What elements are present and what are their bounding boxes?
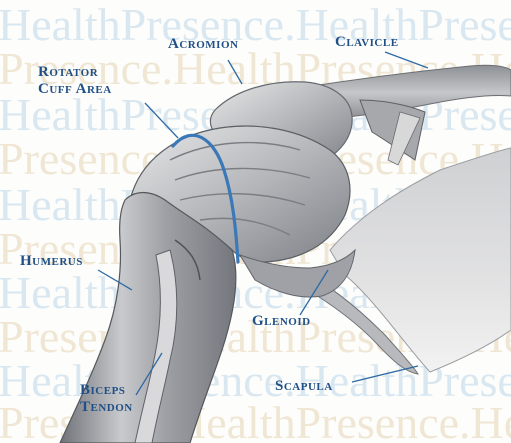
clavicle-label: Clavicle <box>335 34 399 51</box>
clavicle-leader <box>385 52 428 68</box>
scapula-bone <box>330 148 511 372</box>
rotator-cuff-leader <box>145 103 178 138</box>
scapula-leader <box>352 366 418 382</box>
biceps-tendon-label: Biceps Tendon <box>80 382 133 416</box>
biceps-tendon-label-line2: Tendon <box>80 399 133 416</box>
biceps-tendon-label-line1: Biceps <box>80 382 133 399</box>
rotator-cuff-label-line2: Cuff Area <box>38 81 112 98</box>
rotator-cuff-label: Rotator Cuff Area <box>38 64 112 98</box>
acromion-label: Acromion <box>168 36 238 53</box>
glenoid-label: Glenoid <box>252 313 311 330</box>
scapula-label: Scapula <box>275 378 333 395</box>
rotator-cuff-label-line1: Rotator <box>38 64 112 81</box>
humerus-label: Humerus <box>20 253 83 270</box>
acromion-leader <box>228 60 242 84</box>
